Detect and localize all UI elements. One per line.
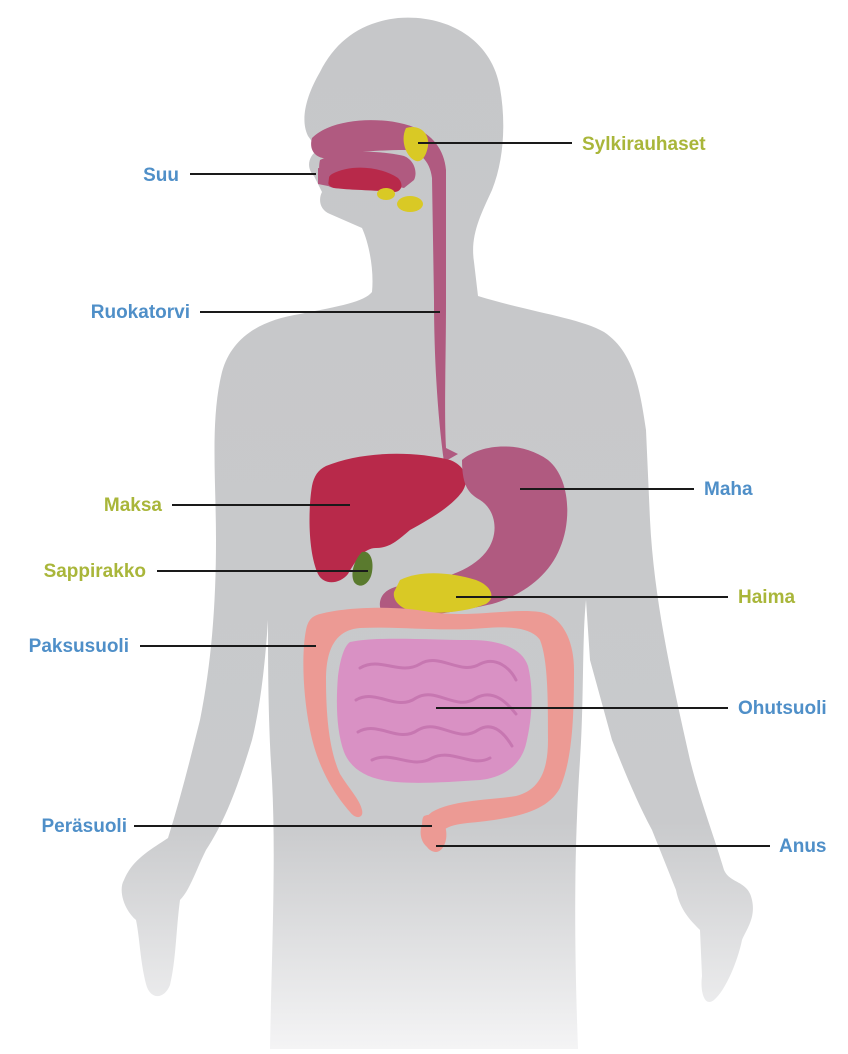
sublingual-gland	[377, 188, 395, 200]
label-paksusuoli: Paksusuoli	[29, 636, 129, 657]
submandibular-gland	[397, 196, 423, 212]
label-anus: Anus	[779, 836, 827, 857]
label-haima: Haima	[738, 587, 795, 608]
label-maksa: Maksa	[104, 495, 163, 516]
label-ruokatorvi: Ruokatorvi	[91, 302, 190, 323]
label-sylkirauhaset: Sylkirauhaset	[582, 134, 706, 155]
label-suu: Suu	[143, 165, 179, 186]
label-sappirakko: Sappirakko	[44, 561, 146, 582]
label-perasuoli: Peräsuoli	[41, 816, 127, 837]
lips	[318, 168, 330, 186]
label-ohutsuoli: Ohutsuoli	[738, 698, 827, 719]
label-maha: Maha	[704, 479, 753, 500]
